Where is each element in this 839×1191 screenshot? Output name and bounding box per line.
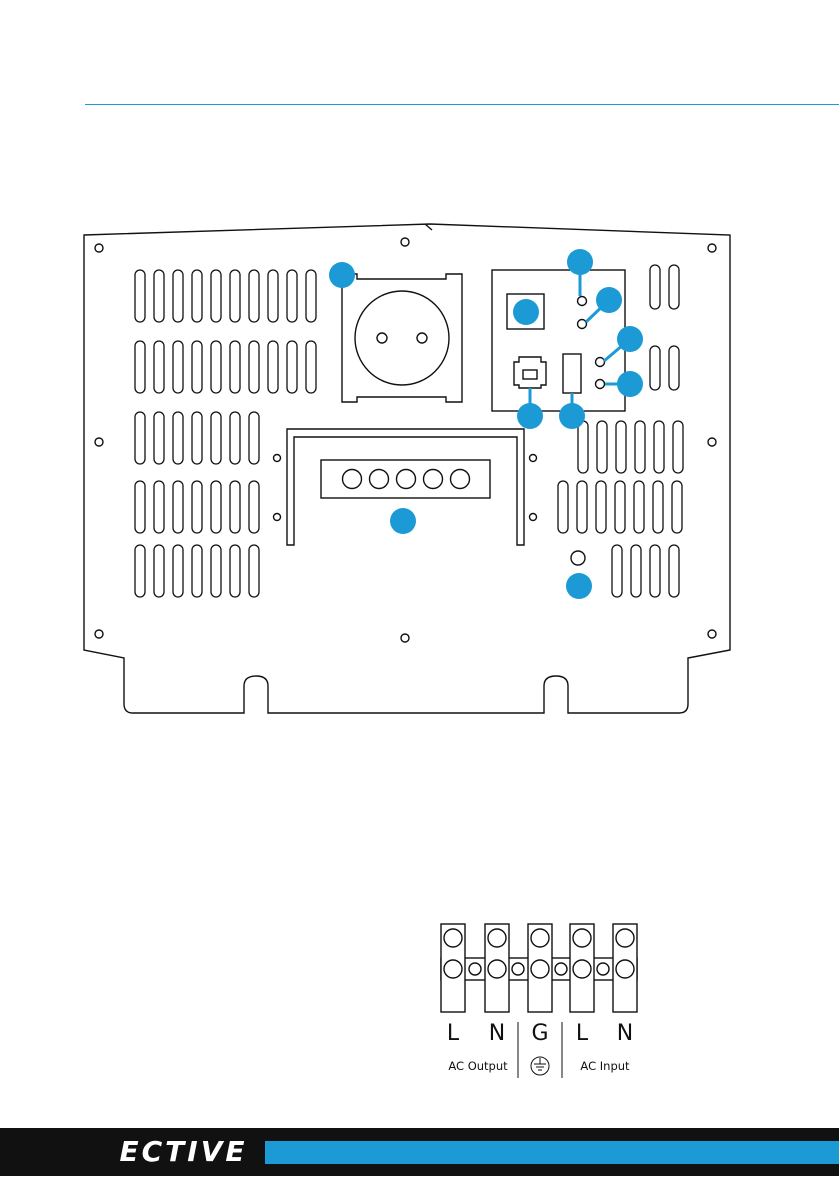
bridge-screw	[469, 963, 481, 975]
terminal-screw	[616, 929, 634, 947]
terminal-screw	[531, 960, 549, 978]
terminal-letter: N	[617, 1021, 633, 1046]
brand-logo: ECTIVE	[106, 1134, 261, 1170]
terminal-screw	[444, 929, 462, 947]
ground-symbol-icon	[531, 1057, 549, 1075]
terminal-screw	[488, 960, 506, 978]
terminal-screw	[531, 929, 549, 947]
bridge-screw	[512, 963, 524, 975]
terminal-screw	[573, 929, 591, 947]
ac-input-label: AC Input	[580, 1059, 630, 1073]
terminal-letter: N	[489, 1021, 505, 1046]
bridge-screw	[597, 963, 609, 975]
terminal-screw	[444, 960, 462, 978]
bridge-screw	[555, 963, 567, 975]
terminal-screw	[488, 929, 506, 947]
footer-left-block	[0, 1141, 100, 1164]
terminal-letter: L	[447, 1021, 460, 1046]
terminal-letter: L	[576, 1021, 589, 1046]
terminal-screw	[616, 960, 634, 978]
terminal-screw	[573, 960, 591, 978]
terminal-letter: G	[531, 1021, 548, 1046]
ac-output-label: AC Output	[448, 1059, 508, 1073]
